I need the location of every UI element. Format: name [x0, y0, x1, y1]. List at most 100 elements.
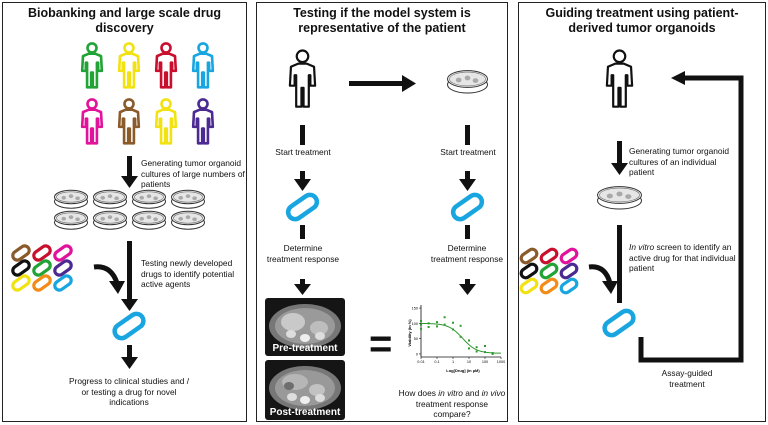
drug-pill-icon: [11, 274, 31, 292]
petri-dish-icon: [132, 189, 166, 209]
connector-bar: [465, 125, 470, 145]
data-point: [459, 335, 462, 338]
y-tick-label: 100: [412, 322, 418, 326]
data-point: [420, 323, 422, 326]
y-tick-label: 50: [414, 337, 418, 341]
drug-pill-icon: [32, 259, 52, 277]
x-tick-label: 100: [482, 360, 488, 364]
panel-model-testing: Testing if the model system is represent…: [256, 2, 508, 422]
panel-title: Guiding treatment using patient-derived …: [545, 6, 739, 35]
data-point: [468, 347, 470, 350]
data-point: [475, 346, 478, 349]
post-treatment-scan: Post-treatment: [265, 360, 345, 420]
question-italic: in vivo: [481, 388, 506, 398]
question-text: and: [462, 388, 482, 398]
connector-bar: [465, 225, 470, 239]
step-generate-organoids: Generating tumor organoid cultures of la…: [141, 158, 245, 189]
drug-pill-icon: [32, 274, 52, 292]
patient-icon: [288, 49, 317, 108]
drug-pill-icon: [519, 247, 539, 265]
data-point: [484, 351, 486, 354]
down-arrow: [294, 171, 311, 191]
petri-dish-icon: [171, 210, 205, 230]
drug-pill-icon: [11, 244, 31, 262]
x-tick-label: 0.01: [417, 360, 424, 364]
person-icon: [288, 49, 317, 108]
chart-axes: [420, 305, 501, 358]
data-point: [468, 339, 470, 342]
data-point: [436, 325, 438, 328]
down-arrow: [611, 141, 628, 175]
fit-curve: [420, 322, 502, 354]
drug-pill-icon: [559, 262, 579, 280]
step-generate-organoids: Generating tumor organoid cultures of an…: [629, 146, 730, 177]
connector-bar: [300, 125, 305, 145]
organoid-dish-icon: [447, 70, 488, 94]
drug-pill-icon: [519, 277, 539, 295]
petri-dish-icon: [597, 186, 642, 210]
model-testing-diagram: [285, 49, 488, 295]
person-icon: [80, 98, 104, 145]
down-arrow: [121, 345, 138, 369]
step-test-drugs: Testing newly developed drugs to identif…: [141, 258, 235, 289]
petri-dish-icon: [54, 189, 88, 209]
x-tick-label: 10: [467, 360, 471, 364]
person-icon: [154, 98, 178, 145]
down-arrow: [121, 156, 138, 188]
curved-arrow-icon: [93, 264, 125, 294]
drug-pill-icon: [32, 244, 52, 262]
selected-drug-pill-icon: [602, 308, 636, 338]
drug-pill-icon: [539, 262, 559, 280]
start-treatment-label: Start treatment: [275, 147, 331, 157]
drug-pill-icon: [53, 274, 73, 292]
person-icon: [191, 98, 215, 145]
organoid-dish-icon: [597, 186, 642, 210]
data-point: [420, 327, 422, 330]
assay-guided-treatment-label: Assay-guided treatment: [661, 368, 713, 389]
data-point: [484, 344, 486, 347]
curved-arrow-icon: [588, 264, 618, 294]
x-tick-label: 1000: [497, 360, 505, 364]
biobanking-diagram: [11, 42, 215, 369]
drug-pill-icon: [539, 247, 559, 265]
panel-biobanking: Biobanking and large scale drug discover…: [2, 2, 247, 422]
data-point: [475, 350, 478, 353]
step-progress-clinical: Progress to clinical studies and / or te…: [68, 376, 190, 407]
x-tick-label: 1: [452, 360, 454, 364]
connector-bar: [300, 225, 305, 239]
x-tick-label: 0.1: [434, 360, 439, 364]
y-axis-label: Viability (in %): [407, 319, 412, 347]
post-treatment-label: Post-treatment: [269, 407, 341, 418]
ct-scan-image: [269, 304, 341, 348]
data-point: [427, 326, 430, 329]
selected-drug-pill-icon: [112, 311, 146, 341]
person-icon: [191, 42, 215, 89]
down-arrow: [459, 171, 476, 191]
screen-text: screen to identify an active drug for th…: [629, 242, 736, 273]
determine-response-label: Determine treatment response: [430, 243, 504, 264]
pre-treatment-scan: Pre-treatment: [265, 298, 345, 356]
data-point: [443, 316, 446, 319]
in-vitro-text: In vitro: [629, 242, 655, 252]
data-point: [443, 323, 446, 326]
drug-pill-icon: [53, 259, 73, 277]
drug-pill-icons: [11, 244, 73, 292]
drug-pill-icon: [11, 259, 31, 277]
question-text: How does: [398, 388, 439, 398]
patient-icon: [605, 49, 634, 108]
y-tick-label: 0: [416, 352, 418, 356]
down-arrow: [459, 279, 476, 295]
panel-guiding-treatment: Guiding treatment using patient-derived …: [518, 2, 766, 422]
drug-pill-icon: [450, 192, 485, 222]
drug-pill-icons: [519, 247, 579, 295]
data-points: [420, 316, 494, 355]
data-point: [420, 319, 422, 322]
data-point: [452, 321, 454, 324]
equals-sign: =: [369, 322, 393, 366]
panel-title: Testing if the model system is represent…: [293, 6, 471, 35]
data-point: [491, 352, 494, 355]
question-italic: in vitro: [438, 388, 463, 398]
person-icon: [605, 49, 634, 108]
person-icon: [80, 42, 104, 89]
